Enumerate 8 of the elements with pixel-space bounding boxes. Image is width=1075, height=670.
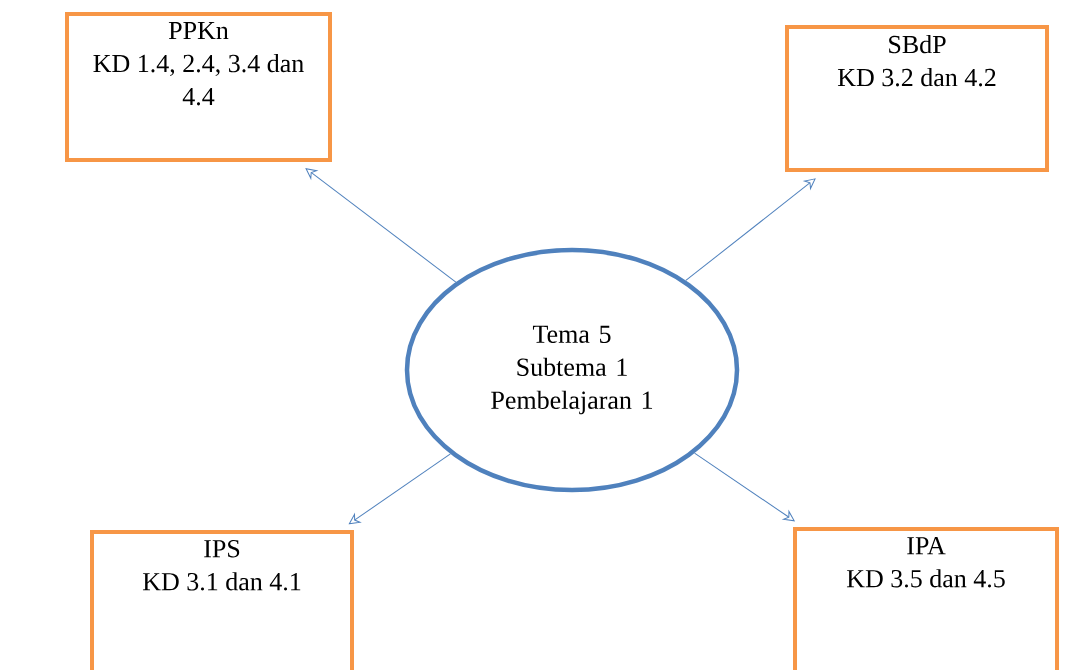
arrow (348, 453, 451, 525)
subject-box: SBdP KD 3.2 dan 4.2 (785, 25, 1049, 172)
subject-box: PPKn KD 1.4, 2.4, 3.4 dan 4.4 (65, 12, 332, 162)
arrow (305, 168, 457, 283)
subject-box: IPS KD 3.1 dan 4.1 (90, 530, 354, 670)
arrow (694, 452, 795, 522)
arrow (685, 178, 816, 281)
subject-box: IPA KD 3.5 dan 4.5 (793, 527, 1059, 670)
